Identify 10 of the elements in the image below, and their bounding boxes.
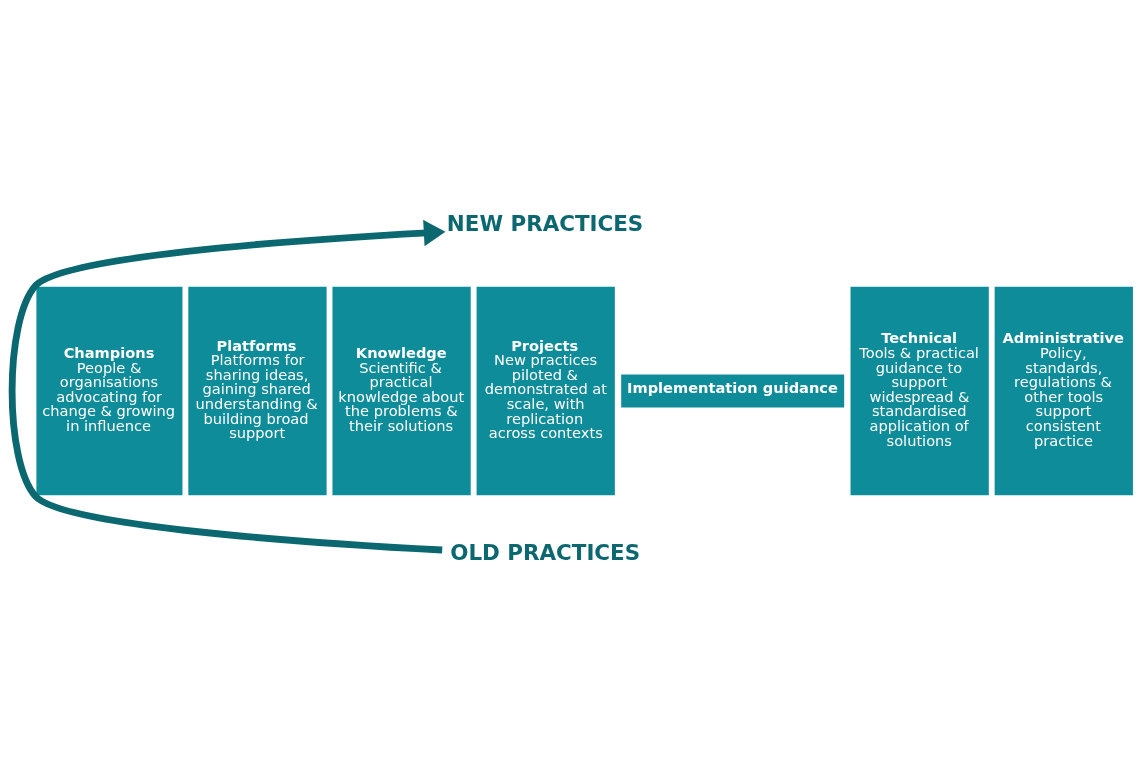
node-text: OLD PRACTICES (450, 540, 641, 566)
node-box: Technical Tools & practical guidance to support widespread & standardised application of solutions (848, 284, 991, 498)
node-box: Knowledge Scientific & practical knowledge about the problems & their solutions (330, 284, 473, 498)
node-box: Platforms Platforms for sharing ideas, gaining shared understanding & building broad support (186, 284, 329, 498)
node-box: Administrative Policy, standards, regulations & other tools support consistent practice (992, 284, 1135, 498)
node-box: Implementation guidance (619, 372, 847, 410)
node-box: Projects New practices piloted & demonstrated at scale, with replication across contexts (474, 284, 617, 498)
arrow (8, 219, 446, 554)
node-box: Champions People & organisations advocating for change & growing in influence (34, 284, 185, 498)
node-text: NEW PRACTICES (446, 210, 644, 236)
